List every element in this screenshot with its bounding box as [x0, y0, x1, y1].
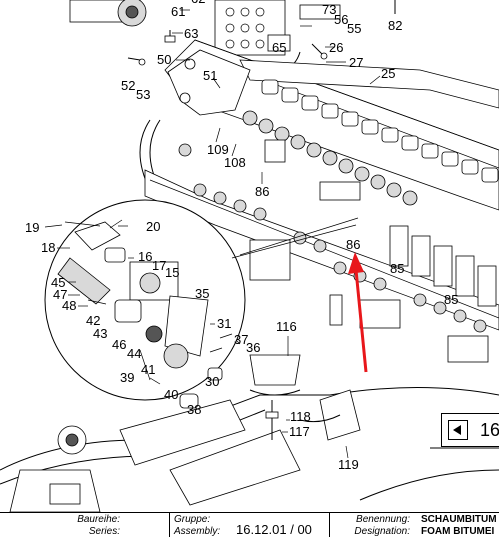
callout-52: 52 — [121, 78, 135, 93]
callout-26: 26 — [329, 40, 343, 55]
callout-61: 61 — [171, 4, 185, 19]
callout-15: 15 — [165, 265, 179, 280]
nozzle-row-upper — [242, 79, 499, 307]
callout-47: 47 — [53, 287, 67, 302]
callout-40: 40 — [164, 387, 178, 402]
assembly-cell: Gruppe: Assembly: 16.12.01 / 00 — [170, 513, 330, 537]
callout-118: 118 — [290, 409, 311, 424]
callout-65: 65 — [272, 40, 286, 55]
callout-35: 35 — [195, 286, 209, 301]
previous-page-arrow-icon[interactable] — [448, 420, 468, 440]
valve-block — [69, 0, 341, 56]
callout-56: 56 — [334, 12, 348, 27]
leader-lines — [44, 9, 381, 459]
title-block: Baureihe: Series: Gruppe: Assembly: 16.1… — [0, 512, 499, 537]
callout-42: 42 — [86, 313, 100, 328]
callout-51: 51 — [203, 68, 217, 83]
callout-82: 82 — [388, 18, 402, 33]
callout-43: 43 — [93, 326, 107, 341]
callout-116: 116 — [276, 319, 297, 334]
callout-48: 48 — [62, 298, 76, 313]
callout-27: 27 — [349, 55, 363, 70]
callout-45: 45 — [51, 275, 65, 290]
callout-109: 109 — [207, 142, 229, 157]
designation-label: Designation: — [354, 526, 410, 537]
callout-30: 30 — [205, 374, 219, 389]
callout-86-lower: 86 — [346, 237, 360, 252]
callout-108: 108 — [224, 155, 246, 170]
callout-85-left: 85 — [390, 261, 404, 276]
callout-31: 31 — [217, 316, 231, 331]
callout-19: 19 — [25, 220, 39, 235]
callout-36: 36 — [246, 340, 260, 355]
callout-25: 25 — [381, 66, 395, 81]
callout-38: 38 — [187, 402, 201, 417]
callout-46: 46 — [112, 337, 126, 352]
callout-20: 20 — [146, 219, 160, 234]
screw-hardware — [127, 0, 396, 66]
callout-17: 17 — [152, 258, 166, 273]
benennung-label: Benennung: — [356, 514, 410, 525]
benennung-value: SCHAUMBITUM — [421, 514, 497, 525]
callout-16: 16 — [138, 249, 152, 264]
designation-cell: Benennung: Designation: SCHAUMBITUM FOAM… — [330, 513, 499, 537]
callout-18: 18 — [41, 240, 55, 255]
page-nav-box[interactable]: 16 — [441, 413, 499, 447]
designation-value: FOAM BITUMEI — [421, 526, 495, 537]
callout-44: 44 — [127, 346, 141, 361]
detail-view-circle — [44, 199, 359, 409]
callout-63: 63 — [184, 26, 198, 41]
highlight-arrow — [348, 252, 368, 373]
nav-page-number: 16 — [480, 420, 499, 440]
callout-50: 50 — [157, 52, 171, 67]
callout-85-right: 85 — [444, 292, 458, 307]
gruppe-label: Gruppe: — [174, 514, 211, 525]
assembly-value: 16.12.01 / 00 — [236, 522, 312, 537]
exploded-parts-drawing: 61 62 73 56 55 82 63 65 26 27 50 51 52 5… — [0, 0, 499, 512]
series-cell: Baureihe: Series: — [0, 513, 170, 537]
baureihe-label: Baureihe: — [77, 514, 120, 525]
callout-53: 53 — [136, 87, 150, 102]
assembly-label: Assembly: — [174, 526, 221, 537]
callout-41: 41 — [141, 362, 155, 377]
callout-119: 119 — [338, 457, 359, 472]
series-label: Series: — [88, 526, 120, 537]
callout-117: 117 — [289, 424, 310, 439]
callout-73: 73 — [322, 2, 336, 17]
callout-39: 39 — [120, 370, 134, 385]
callout-55: 55 — [347, 21, 361, 36]
callout-37: 37 — [234, 332, 248, 347]
callout-62: 62 — [191, 0, 205, 6]
callout-labels: 61 62 73 56 55 82 63 65 26 27 50 51 52 5… — [25, 0, 458, 472]
callout-86-upper: 86 — [255, 184, 269, 199]
lower-chassis — [0, 354, 499, 512]
